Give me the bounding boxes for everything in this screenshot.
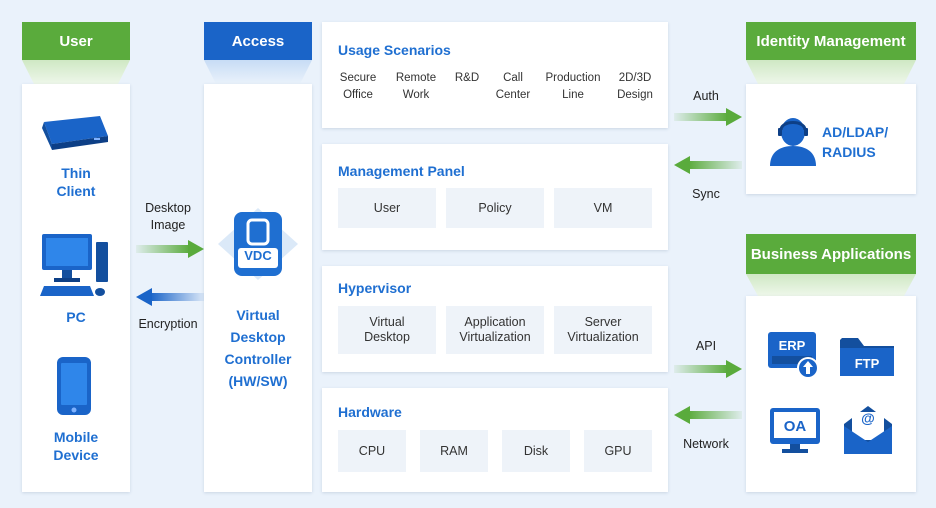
auth-arrow-icon: [674, 108, 742, 126]
business-applications-header: Business Applications: [746, 234, 916, 274]
business-applications-panel: [746, 296, 916, 492]
identity-provider-label: AD/LDAP/ RADIUS: [822, 124, 889, 160]
hardware-item-cpu: CPU: [338, 430, 406, 472]
thin-client-label: Thin Client: [56, 165, 96, 199]
thin-client-icon: [42, 116, 108, 150]
access-header-connector: [204, 60, 312, 84]
sync-arrow-icon: [674, 156, 742, 174]
network-arrow-icon: [674, 406, 742, 424]
email-icon: [844, 406, 892, 454]
vdc-controller-label: Virtual Desktop Controller (HW/SW): [224, 307, 292, 389]
email-at-symbol: @: [861, 410, 875, 426]
usage-item-production-line: Production Line: [545, 72, 601, 101]
identity-management-header-label: Identity Management: [756, 32, 906, 50]
oa-monitor-icon: [770, 408, 820, 453]
hardware-item-disk: Disk: [502, 430, 570, 472]
pc-label: PC: [66, 309, 86, 325]
management-item-vm: VM: [554, 188, 652, 228]
erp-icon-label: ERP: [778, 338, 806, 353]
user-header-connector: [22, 60, 130, 84]
usage-item-secure-office: Secure Office: [339, 72, 377, 101]
business-header-connector: [746, 274, 916, 296]
auth-label: Auth: [693, 89, 719, 103]
encryption-arrow-icon: [136, 288, 204, 306]
sync-label: Sync: [692, 187, 720, 201]
access-panel: [204, 84, 312, 492]
hardware-item-ram: RAM: [420, 430, 488, 472]
vdc-icon-label: VDC: [244, 248, 272, 263]
encryption-label: Encryption: [138, 317, 198, 331]
mobile-device-label: Mobile Device: [53, 429, 99, 463]
ftp-folder-icon: [840, 338, 894, 376]
usage-item-2d3d-design: 2D/3D Design: [617, 72, 653, 101]
desktop-image-label: Desktop Image: [145, 201, 191, 232]
management-item-user: User: [338, 188, 436, 228]
erp-icon: [768, 332, 819, 379]
usage-item-call-center: Call Center: [495, 72, 531, 101]
identity-management-panel: [746, 84, 916, 194]
user-header-label: User: [59, 32, 93, 50]
desktop-image-arrow-icon: [136, 240, 204, 258]
oa-icon-label: OA: [783, 418, 807, 435]
ftp-icon-label: FTP: [854, 356, 880, 371]
user-header: User: [22, 22, 130, 60]
usage-scenarios-title: Usage Scenarios: [338, 42, 451, 58]
mobile-device-icon: [57, 357, 91, 415]
usage-item-rnd: R&D: [454, 72, 480, 84]
hypervisor-title: Hypervisor: [338, 280, 412, 296]
business-applications-header-label: Business Applications: [750, 245, 912, 263]
usage-scenarios-panel: [322, 22, 668, 128]
hardware-item-gpu: GPU: [584, 430, 652, 472]
management-item-policy: Policy: [446, 188, 544, 228]
hypervisor-item-server-virtualization: Server Virtualization: [554, 306, 652, 354]
user-profile-icon: [770, 118, 816, 166]
management-panel-title: Management Panel: [338, 163, 465, 179]
hypervisor-item-application-virtualization: Application Virtualization: [446, 306, 544, 354]
api-arrow-icon: [674, 360, 742, 378]
usage-item-remote-work: Remote Work: [395, 72, 437, 101]
identity-management-header: Identity Management: [746, 22, 916, 60]
api-label: API: [695, 339, 717, 353]
access-header: Access: [204, 22, 312, 60]
access-header-label: Access: [231, 32, 285, 50]
network-label: Network: [683, 437, 729, 451]
pc-icon: [40, 234, 108, 296]
hypervisor-item-virtual-desktop: Virtual Desktop: [338, 306, 436, 354]
hardware-title: Hardware: [338, 404, 402, 420]
vdc-icon: [218, 208, 298, 280]
identity-header-connector: [746, 60, 916, 84]
